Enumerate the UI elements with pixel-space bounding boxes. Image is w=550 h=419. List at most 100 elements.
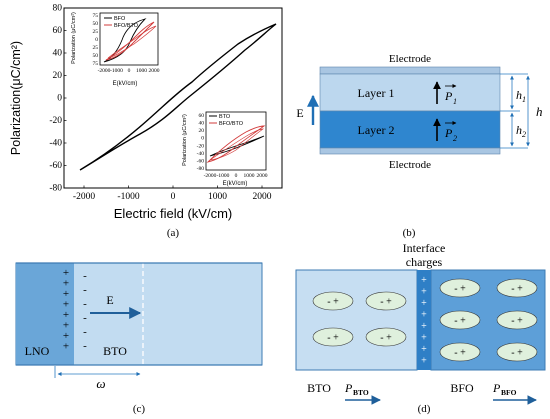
inset-2-y-tick-label: -60	[197, 158, 205, 164]
dipole-charge-label: - +	[511, 284, 523, 295]
bto-label-d: BTO	[307, 381, 331, 395]
dipole-charge-label: - +	[454, 316, 466, 327]
dipole-charge-label: - +	[511, 316, 523, 327]
inset-1-legend-bfo: BFO	[114, 16, 126, 22]
p-bfo-subscript: BFO	[501, 388, 517, 397]
inset-2-y-tick-label: -40	[197, 151, 205, 157]
inset-2-x-tick-label: 1000	[244, 173, 255, 179]
dipole-charge-label: - +	[454, 284, 466, 295]
inset-2-y-label: Polarization (μC/cm²)	[182, 114, 188, 166]
panel-d-caption: (d)	[418, 403, 431, 415]
inset-2-legend-bfo-bto: BFO/BTO	[219, 121, 244, 127]
inset-1-y-tick-label: 50	[93, 21, 99, 27]
h2-subscript: 2	[522, 130, 526, 139]
dipole	[439, 342, 481, 362]
plus-charge: +	[63, 278, 69, 290]
inset-1-bfo-bto-loop-2	[107, 25, 157, 59]
layer-1	[319, 73, 501, 112]
minus-charge: -	[83, 284, 87, 296]
p-bfo-label: P	[492, 381, 501, 395]
bto-region-d	[295, 269, 418, 371]
bto-dipoles: - +- +- +- +	[312, 291, 407, 347]
bfo-label: BFO	[450, 381, 474, 395]
inset-2-legend-bto: BTO	[219, 114, 231, 120]
interface-plus-charge: +	[421, 310, 427, 321]
interface-plus-charge: +	[421, 344, 427, 355]
layer-2-label: Layer 2	[358, 123, 395, 137]
main-y-tick-label: -20	[49, 116, 62, 126]
inset-1-y-tick-label: 75	[93, 13, 99, 19]
electrode-top	[319, 66, 501, 75]
plus-charge: +	[63, 320, 69, 332]
inset-2-x-label: E(kV/cm)	[223, 181, 248, 187]
inset-1-x-tick-label: 0	[128, 68, 131, 74]
dipole	[312, 291, 354, 311]
inset-1-x-tick-label: 1000	[136, 68, 147, 74]
inset-2-y-tick-label: 60	[199, 113, 205, 119]
plus-charge: +	[63, 330, 69, 342]
plus-charge: +	[63, 267, 69, 279]
inset-2-bfo-bto-loop	[206, 125, 266, 163]
p1-subscript: 1	[453, 97, 457, 106]
p-bto-label: P	[344, 381, 353, 395]
main-y-tick-label: 0	[57, 94, 62, 104]
panel-d: Interface charges ++++++++ - +- +- +- + …	[295, 241, 546, 415]
main-x-tick-label: -2000	[73, 192, 95, 202]
panel-c-caption: (c)	[133, 403, 146, 415]
main-x-tick-label: 2000	[253, 192, 272, 202]
inset-1-x-tick-label: -2000	[98, 68, 111, 74]
plus-charge: +	[63, 309, 69, 321]
minus-charge: -	[83, 312, 87, 324]
bfo-dipoles: - + - + - + - + - + - +	[439, 278, 538, 362]
panel-c: ++++++++ ------ E LNO BTO ω (c)	[15, 262, 263, 415]
dipole-charge-label: - +	[454, 348, 466, 359]
inset-1-y-tick-label: 25	[93, 29, 99, 35]
inset-1-x-tick-label: 2000	[149, 68, 160, 74]
main-x-tick-label: 1000	[208, 192, 227, 202]
inset-1-x-tick-label: -1000	[110, 68, 123, 74]
h1-subscript: 1	[522, 95, 526, 104]
inset-2-x-tick-label: 0	[235, 173, 238, 179]
plus-charge: +	[63, 299, 69, 311]
p1-label: P	[444, 89, 453, 103]
main-y-tick-label: 40	[53, 49, 63, 59]
inset-2-y-tick-label: 40	[199, 121, 205, 127]
main-y-tick-label: 60	[53, 26, 63, 36]
lno-region	[16, 263, 74, 365]
inset-2-y-tick-label: -20	[197, 143, 205, 149]
dipole-charge-label: - +	[511, 348, 523, 359]
interface-label-line-2: charges	[406, 255, 443, 269]
lno-plus-charges: ++++++++	[63, 267, 69, 353]
inset-1-x-label: E(kV/cm)	[113, 81, 138, 87]
inset-1-y-tick-label: 50	[93, 53, 99, 59]
interface-label-line-1: Interface	[403, 241, 446, 255]
dipole	[496, 342, 538, 362]
inset-2-frame	[205, 111, 267, 171]
electrode-bottom	[319, 147, 501, 155]
inset-2-x-tick-label: -1000	[217, 173, 230, 179]
layer-1-label: Layer 1	[358, 86, 395, 100]
minus-charge: -	[83, 340, 87, 352]
layer-2	[319, 110, 501, 149]
main-x-axis-label: Electric field (kV/cm)	[114, 206, 232, 221]
electrode-bottom-label: Electrode	[389, 159, 431, 171]
interface-plus-charge: +	[421, 287, 427, 298]
main-x-tick-label: -1000	[117, 192, 139, 202]
plus-charge: +	[63, 341, 69, 353]
dipole	[496, 310, 538, 330]
panel-a-caption: (a)	[167, 227, 180, 239]
interface-plus-charge: +	[421, 356, 427, 367]
inset-2: Polarization (μC/cm²) 6040200-20-40-60-8…	[182, 111, 268, 187]
main-y-tick-label: -80	[49, 184, 62, 194]
inset-2-y-tick-label: 0	[201, 136, 204, 142]
panel-b-caption: (b)	[403, 227, 416, 239]
field-label-c: E	[106, 293, 113, 307]
